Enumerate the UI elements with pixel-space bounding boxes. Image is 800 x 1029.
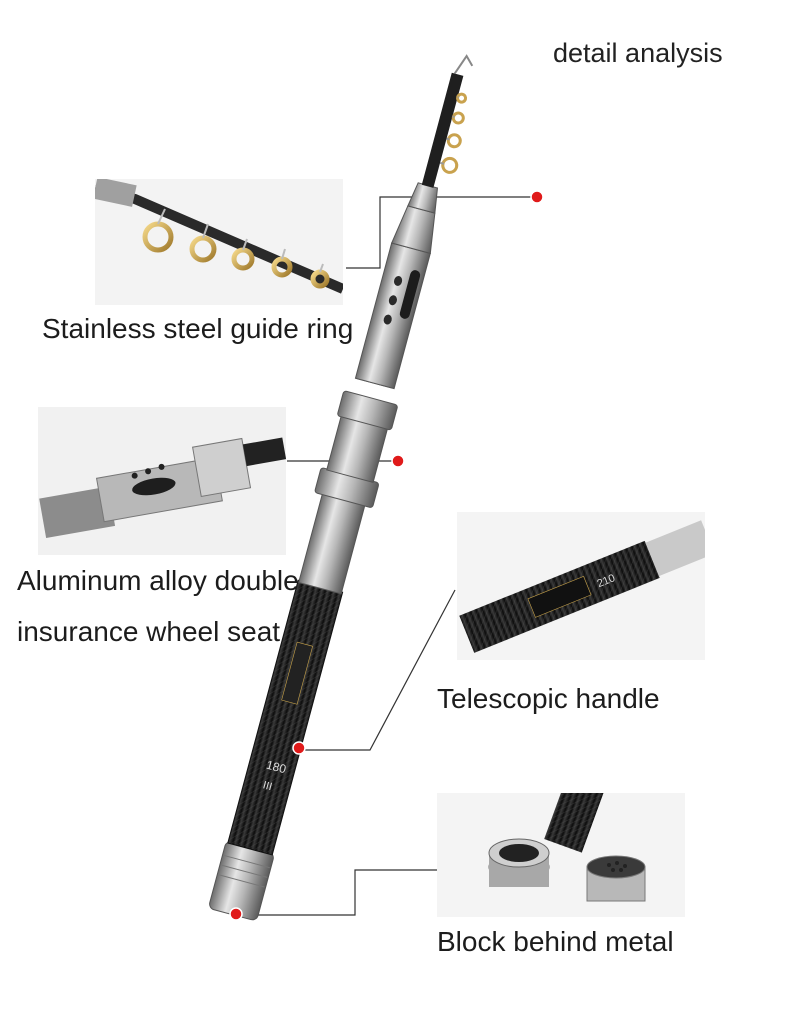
marker-handle <box>292 741 306 755</box>
label-block: Block behind metal <box>437 926 674 957</box>
label-wheel-seat-line1: Aluminum alloy double <box>17 565 299 596</box>
rod-body: 180 III <box>209 54 474 921</box>
rod-length-text: 180 <box>265 758 288 777</box>
leader-line-handle <box>299 589 456 751</box>
marker-guide-ring <box>530 190 544 204</box>
page-title: detail analysis <box>553 38 723 68</box>
leader-line-block <box>236 869 437 916</box>
callout-markers <box>229 190 544 921</box>
label-handle: Telescopic handle <box>437 683 660 714</box>
wheel-seat-photo <box>38 407 286 555</box>
handle-photo: 210 <box>457 512 705 660</box>
rod-grade-text: III <box>261 779 273 793</box>
guide-ring-photo <box>95 179 343 305</box>
marker-wheel-seat <box>391 454 405 468</box>
label-guide-ring: Stainless steel guide ring <box>42 313 354 344</box>
marker-block <box>229 907 243 921</box>
label-wheel-seat-line2: insurance wheel seat <box>17 616 281 647</box>
leader-line-guide-ring <box>346 196 535 269</box>
block-photo <box>437 793 685 917</box>
